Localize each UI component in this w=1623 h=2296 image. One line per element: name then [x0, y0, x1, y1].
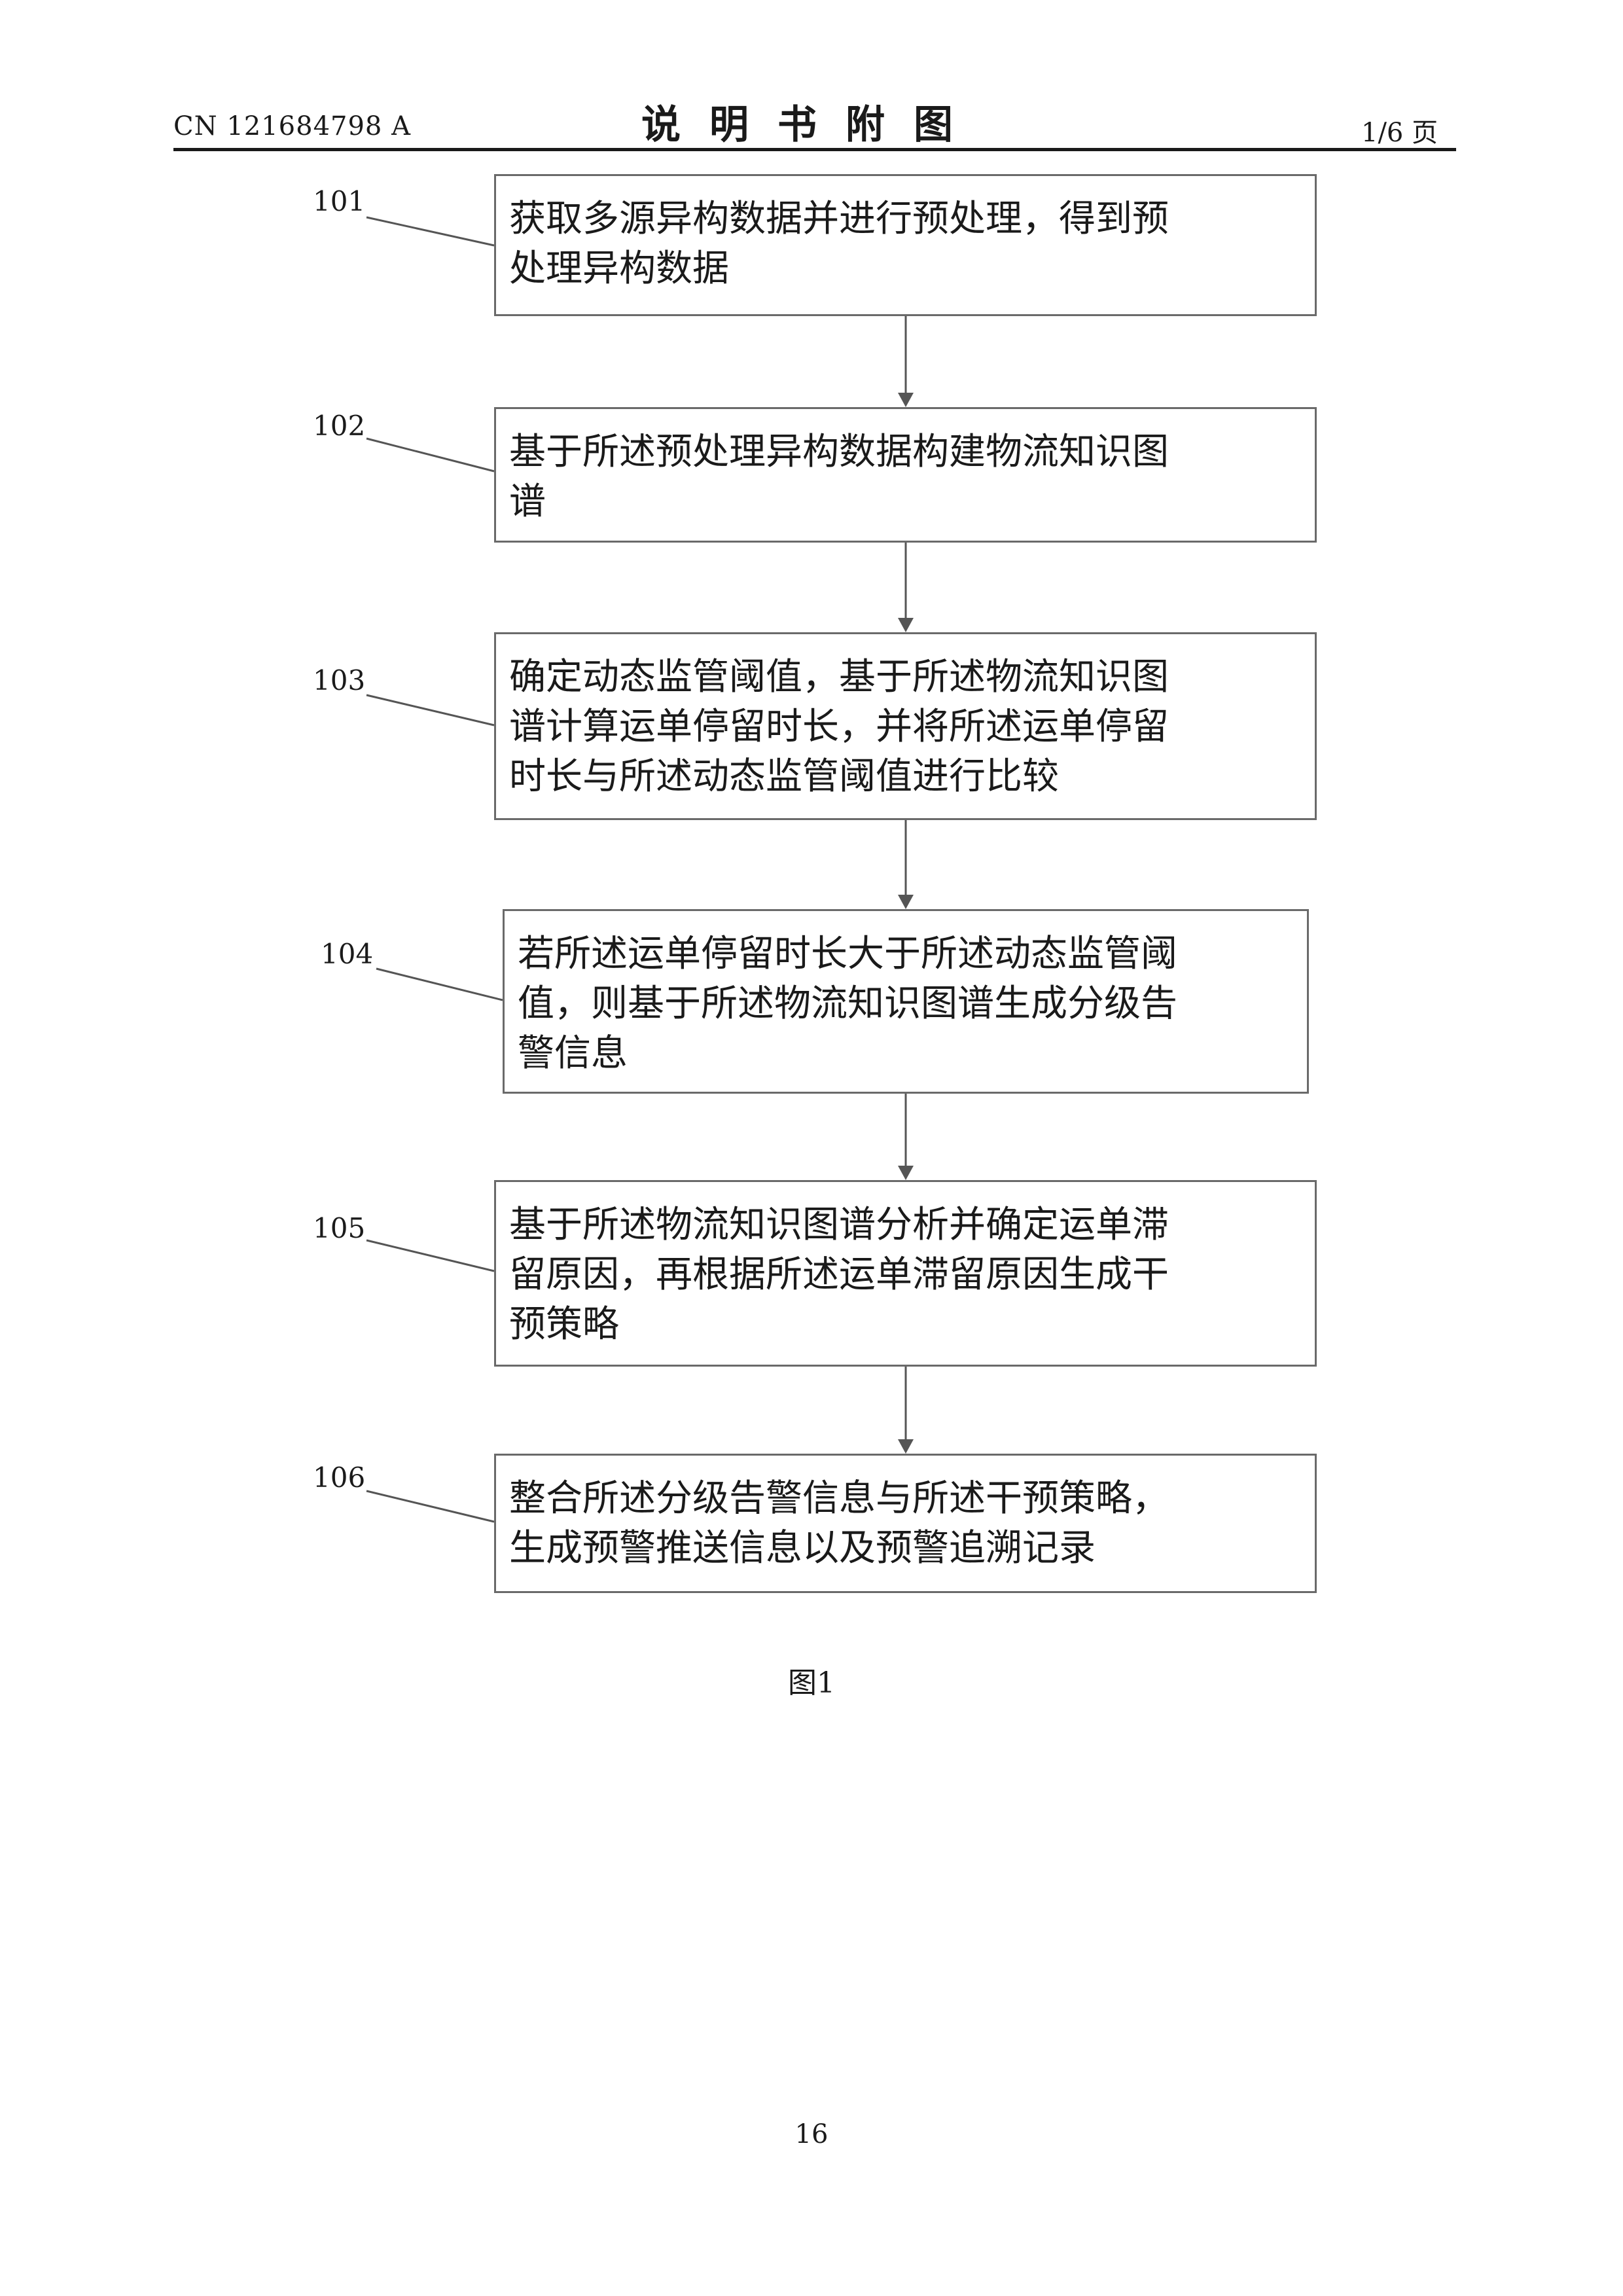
leader-line-102	[366, 439, 494, 471]
leader-line-105	[366, 1240, 494, 1271]
step-ref-101: 101	[313, 185, 365, 217]
step-ref-105: 105	[313, 1212, 365, 1244]
arrow-head-105	[898, 1166, 914, 1180]
step-ref-106: 106	[313, 1462, 365, 1494]
page-number: 16	[746, 2119, 877, 2149]
figure-caption: 图1	[746, 1659, 877, 1701]
arrow-head-103	[898, 618, 914, 632]
arrow-head-104	[898, 895, 914, 909]
leader-line-103	[366, 695, 494, 725]
arrow-head-102	[898, 393, 914, 407]
step-box-106: 整合所述分级告警信息与所述干预策略， 生成预警推送信息以及预警追溯记录	[494, 1454, 1317, 1593]
step-box-103: 确定动态监管阈值，基于所述物流知识图 谱计算运单停留时长，并将所述运单停留 时长…	[494, 632, 1317, 820]
step-ref-102: 102	[313, 410, 365, 442]
leader-line-101	[366, 217, 494, 245]
leader-line-106	[366, 1491, 494, 1522]
leader-line-104	[376, 969, 503, 1000]
step-box-105: 基于所述物流知识图谱分析并确定运单滞 留原因，再根据所述运单滞留原因生成干 预策…	[494, 1180, 1317, 1367]
step-ref-104: 104	[321, 938, 373, 970]
step-box-101: 获取多源异构数据并进行预处理，得到预 处理异构数据	[494, 174, 1317, 316]
step-box-104: 若所述运单停留时长大于所述动态监管阈 值，则基于所述物流知识图谱生成分级告 警信…	[503, 909, 1309, 1094]
step-box-102: 基于所述预处理异构数据构建物流知识图 谱	[494, 407, 1317, 543]
arrow-head-106	[898, 1439, 914, 1454]
step-ref-103: 103	[313, 664, 365, 696]
